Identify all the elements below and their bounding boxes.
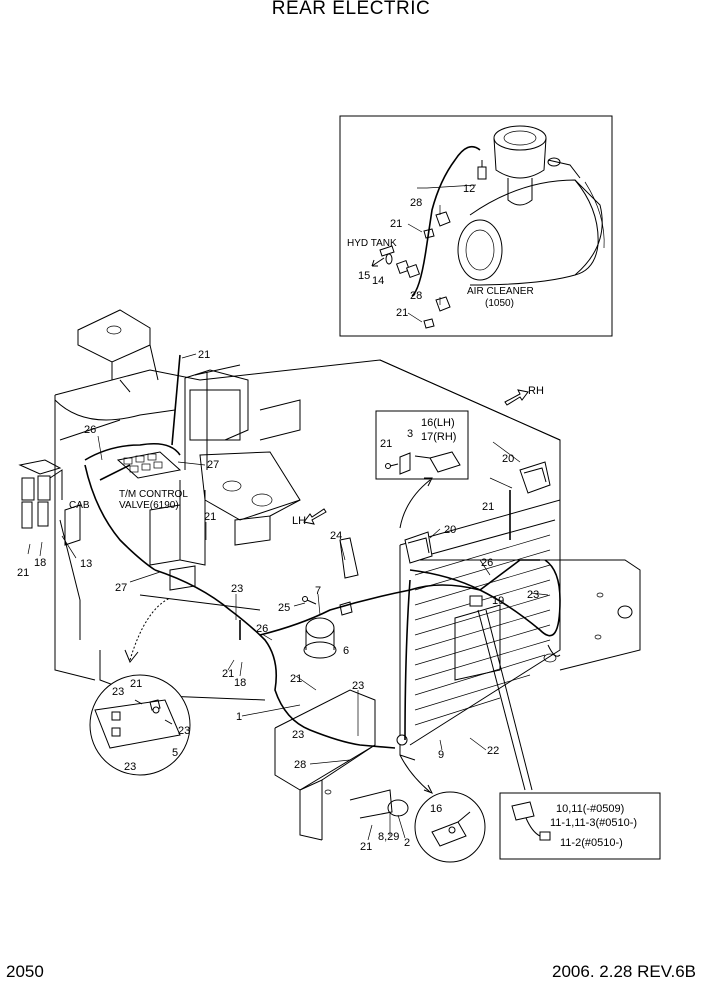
detail-circle-5 bbox=[89, 674, 191, 776]
detail-lamp-16-17 bbox=[375, 410, 469, 480]
detail-circle-16 bbox=[414, 791, 486, 863]
label-tm-control: T/M CONTROL bbox=[119, 489, 188, 500]
part-number: 22 bbox=[487, 745, 499, 757]
part-number: 3 bbox=[407, 428, 413, 440]
part-number: 21 bbox=[222, 668, 234, 680]
part-number: 28 bbox=[294, 759, 306, 771]
part-number: 15 bbox=[358, 270, 370, 282]
label-air-cleaner: AIR CLEANER bbox=[467, 286, 534, 297]
part-number: 19 bbox=[492, 595, 504, 607]
revision-date: 2006. 2.28 REV.6B bbox=[552, 962, 696, 981]
part-number: 26 bbox=[481, 557, 493, 569]
label-part-17-rh: 17(RH) bbox=[421, 431, 456, 443]
part-number: 23 bbox=[352, 680, 364, 692]
part-number: 9 bbox=[438, 749, 444, 761]
part-number: 18 bbox=[34, 557, 46, 569]
part-number: 21 bbox=[204, 511, 216, 523]
label-rh: RH bbox=[528, 385, 544, 397]
part-number: 26 bbox=[256, 623, 268, 635]
page-number: 2050 bbox=[6, 962, 44, 981]
part-number: 24 bbox=[330, 530, 342, 542]
lh-components bbox=[18, 451, 409, 819]
detail-connector-10-11 bbox=[499, 792, 661, 860]
label-air-cleaner-number: (1050) bbox=[485, 298, 514, 309]
part-number: 21 bbox=[390, 218, 402, 230]
part-number: 23 bbox=[527, 589, 539, 601]
leader-lines bbox=[27, 184, 549, 841]
label-part-11-1: 11-1,11-3(#0510-) bbox=[550, 817, 637, 829]
part-number: 21 bbox=[130, 678, 142, 690]
wiring-harness bbox=[84, 354, 561, 749]
part-number: 1 bbox=[236, 711, 242, 723]
part-number: 2 bbox=[404, 837, 410, 849]
part-number: 20 bbox=[502, 453, 514, 465]
part-number: 28 bbox=[410, 290, 422, 302]
part-number: 20 bbox=[444, 524, 456, 536]
part-number: 23 bbox=[124, 761, 136, 773]
label-part-11-2: 11-2(#0510-) bbox=[560, 837, 623, 849]
label-cab: CAB bbox=[69, 500, 90, 511]
label-tm-control-valve: VALVE(6190) bbox=[119, 500, 179, 511]
part-number: 21 bbox=[482, 501, 494, 513]
part-number: 27 bbox=[115, 582, 127, 594]
part-number: 7 bbox=[315, 585, 321, 597]
part-number: 27 bbox=[207, 459, 219, 471]
rear-hood-grille bbox=[379, 359, 641, 761]
part-number: 13 bbox=[80, 558, 92, 570]
part-number: 21 bbox=[290, 673, 302, 685]
part-number: 21 bbox=[198, 349, 210, 361]
label-lh: LH bbox=[292, 515, 306, 527]
part-number: 23 bbox=[231, 583, 243, 595]
part-number: 12 bbox=[463, 183, 475, 195]
part-number: 28 bbox=[410, 197, 422, 209]
callout-arrows bbox=[124, 389, 533, 794]
label-hyd-tank: HYD TANK bbox=[347, 238, 397, 249]
part-number: 25 bbox=[278, 602, 290, 614]
part-number: 5 bbox=[172, 747, 178, 759]
page-title: REAR ELECTRIC bbox=[271, 0, 431, 19]
part-number: 8,29 bbox=[378, 831, 399, 843]
part-number: 6 bbox=[343, 645, 349, 657]
part-number: 16 bbox=[430, 803, 442, 815]
label-part-16-lh: 16(LH) bbox=[421, 417, 455, 429]
part-number: 21 bbox=[17, 567, 29, 579]
air-cleaner-detail bbox=[339, 115, 613, 337]
part-number: 21 bbox=[360, 841, 372, 853]
label-part-10-11: 10,11(-#0509) bbox=[556, 803, 624, 815]
part-number: 26 bbox=[84, 424, 96, 436]
part-number: 23 bbox=[178, 725, 190, 737]
part-number: 14 bbox=[372, 275, 384, 287]
part-number: 21 bbox=[396, 307, 408, 319]
part-number: 23 bbox=[112, 686, 124, 698]
part-number: 23 bbox=[292, 729, 304, 741]
part-number: 18 bbox=[234, 677, 246, 689]
part-number: 21 bbox=[380, 438, 392, 450]
